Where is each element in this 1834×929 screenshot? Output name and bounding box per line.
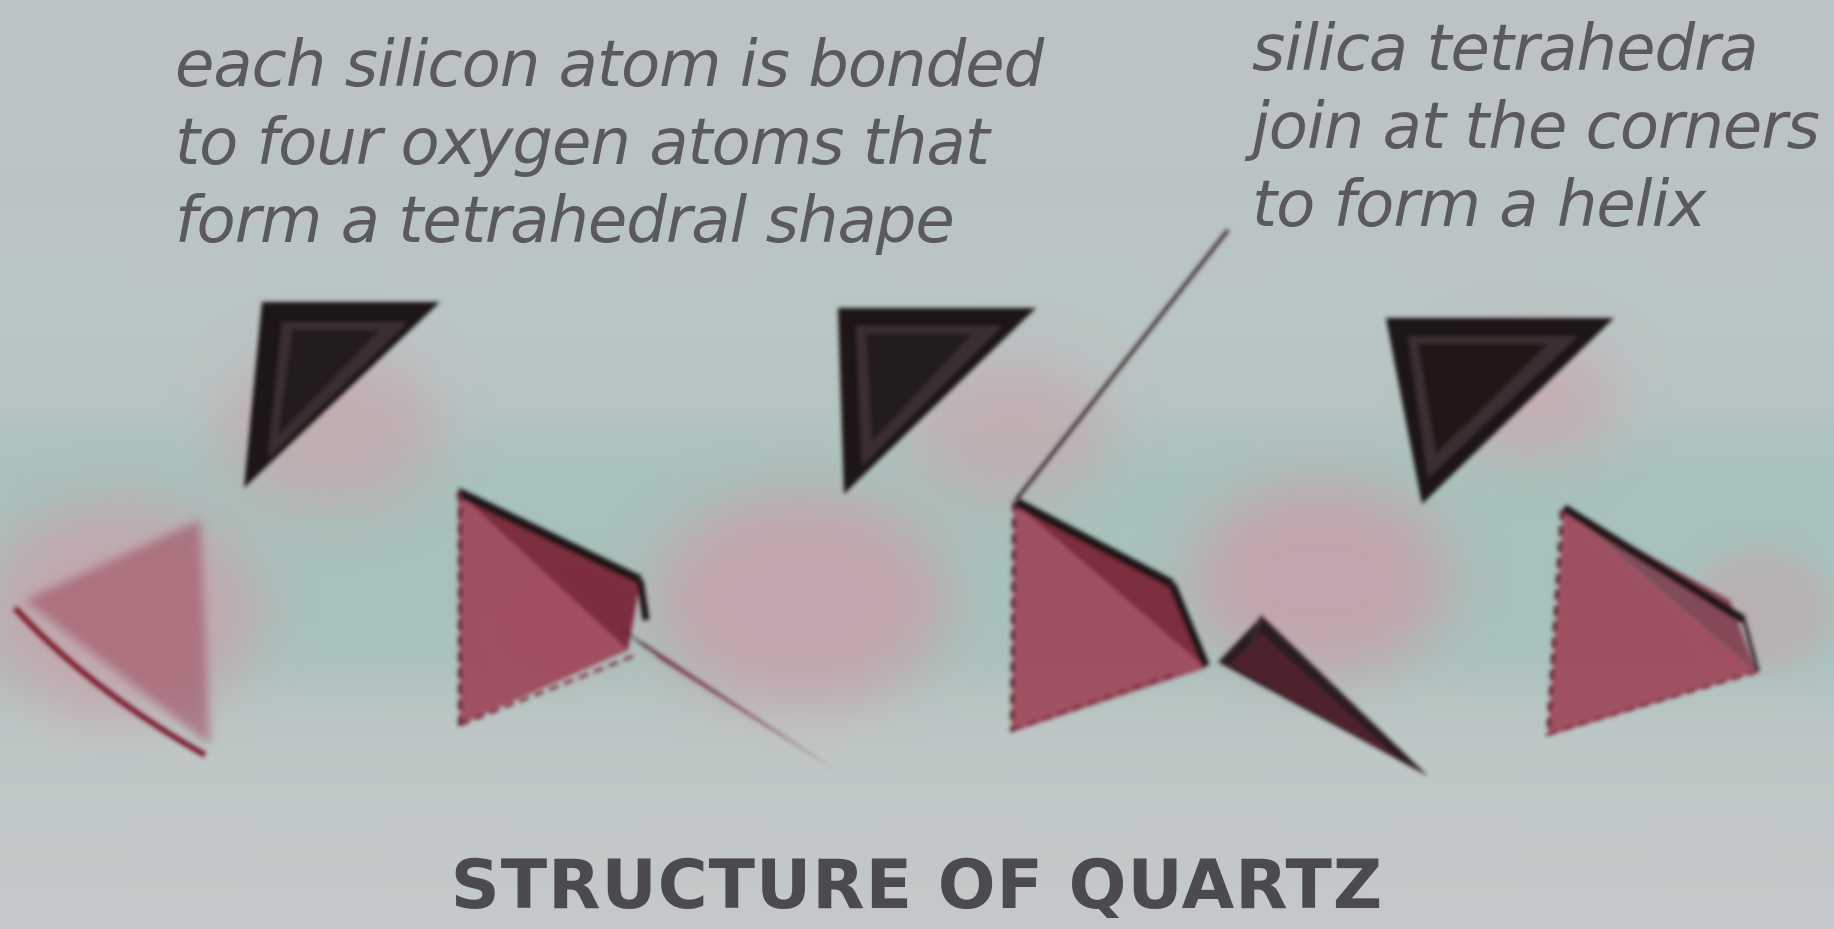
annotation-right: silica tetrahedra join at the corners to… bbox=[1252, 10, 1820, 244]
annotation-right-line-3: to form a helix bbox=[1252, 168, 1706, 242]
tetrahedron-red-1 bbox=[456, 487, 650, 728]
annotation-left-line-1: each silicon atom is bonded bbox=[175, 28, 1044, 102]
tetrahedron-edge-left bbox=[12, 605, 207, 758]
annotation-left-line-2: to four oxygen atoms that bbox=[175, 106, 990, 180]
tetrahedron-red-3 bbox=[1546, 504, 1760, 737]
tetrahedron-spike-1 bbox=[620, 628, 838, 772]
tetrahedron-spike-2 bbox=[1218, 615, 1428, 776]
diagram-title: STRUCTURE OF QUARTZ bbox=[450, 846, 1384, 925]
tetrahedron-red-2 bbox=[1010, 498, 1210, 733]
tetrahedron-red-left bbox=[25, 520, 210, 745]
annotation-right-line-1: silica tetrahedra bbox=[1252, 12, 1759, 86]
tetrahedron-dark-3 bbox=[1386, 318, 1614, 504]
right-pointer-line bbox=[1014, 228, 1230, 502]
annotation-left-line-3: form a tetrahedral shape bbox=[175, 184, 955, 258]
tetrahedron-dark-1 bbox=[244, 302, 440, 488]
annotation-right-line-2: join at the corners bbox=[1252, 90, 1820, 164]
annotation-left: each silicon atom is bonded to four oxyg… bbox=[175, 26, 1044, 260]
tetrahedron-dark-2 bbox=[838, 308, 1036, 494]
